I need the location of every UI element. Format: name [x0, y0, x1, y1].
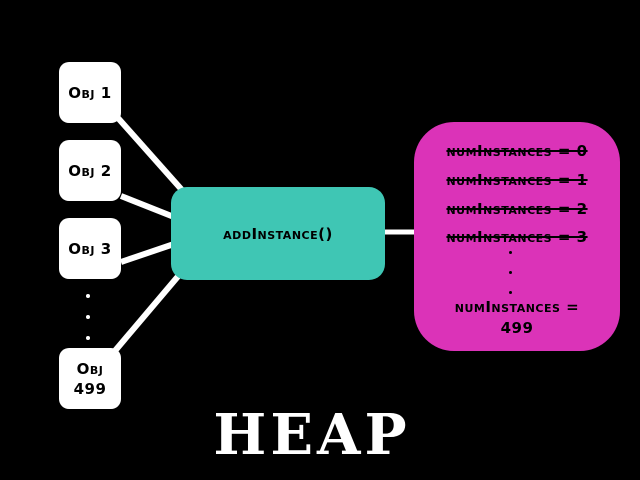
object-box-3: Obj 3 — [59, 218, 121, 279]
connector-obj-499-to-method — [111, 272, 183, 354]
ellipsis-dot — [509, 251, 512, 254]
ellipsis-dot — [86, 315, 90, 319]
object-label: Obj 1 — [68, 83, 112, 102]
heap-title: HEAP — [213, 402, 411, 468]
static-variable-box: numInstances = 0 numInstances = 1 numIns… — [414, 122, 620, 351]
object-label: Obj 499 — [73, 359, 107, 398]
object-label: Obj 3 — [68, 239, 112, 258]
object-box-499: Obj 499 — [59, 348, 121, 409]
connector-obj-3-to-method — [120, 241, 175, 265]
connector-obj-1-to-method — [115, 116, 185, 192]
method-label: addInstance() — [223, 224, 333, 243]
variable-history-2: numInstances = 2 — [446, 200, 588, 218]
ellipsis-dot — [509, 291, 512, 294]
object-box-1: Obj 1 — [59, 62, 121, 123]
variable-history-3: numInstances = 3 — [446, 228, 588, 246]
ellipsis-dot — [509, 271, 512, 274]
object-box-2: Obj 2 — [59, 140, 121, 201]
ellipsis-dot — [86, 336, 90, 340]
variable-history-1: numInstances = 1 — [446, 171, 588, 189]
connector-obj-2-to-method — [119, 193, 176, 220]
object-label: Obj 2 — [68, 161, 112, 180]
variable-current-label: numInstances = — [454, 298, 580, 316]
method-box: addInstance() — [171, 187, 385, 280]
ellipsis-dot — [86, 294, 90, 298]
variable-history-0: numInstances = 0 — [446, 142, 588, 160]
variable-current-value: 499 — [500, 319, 534, 337]
